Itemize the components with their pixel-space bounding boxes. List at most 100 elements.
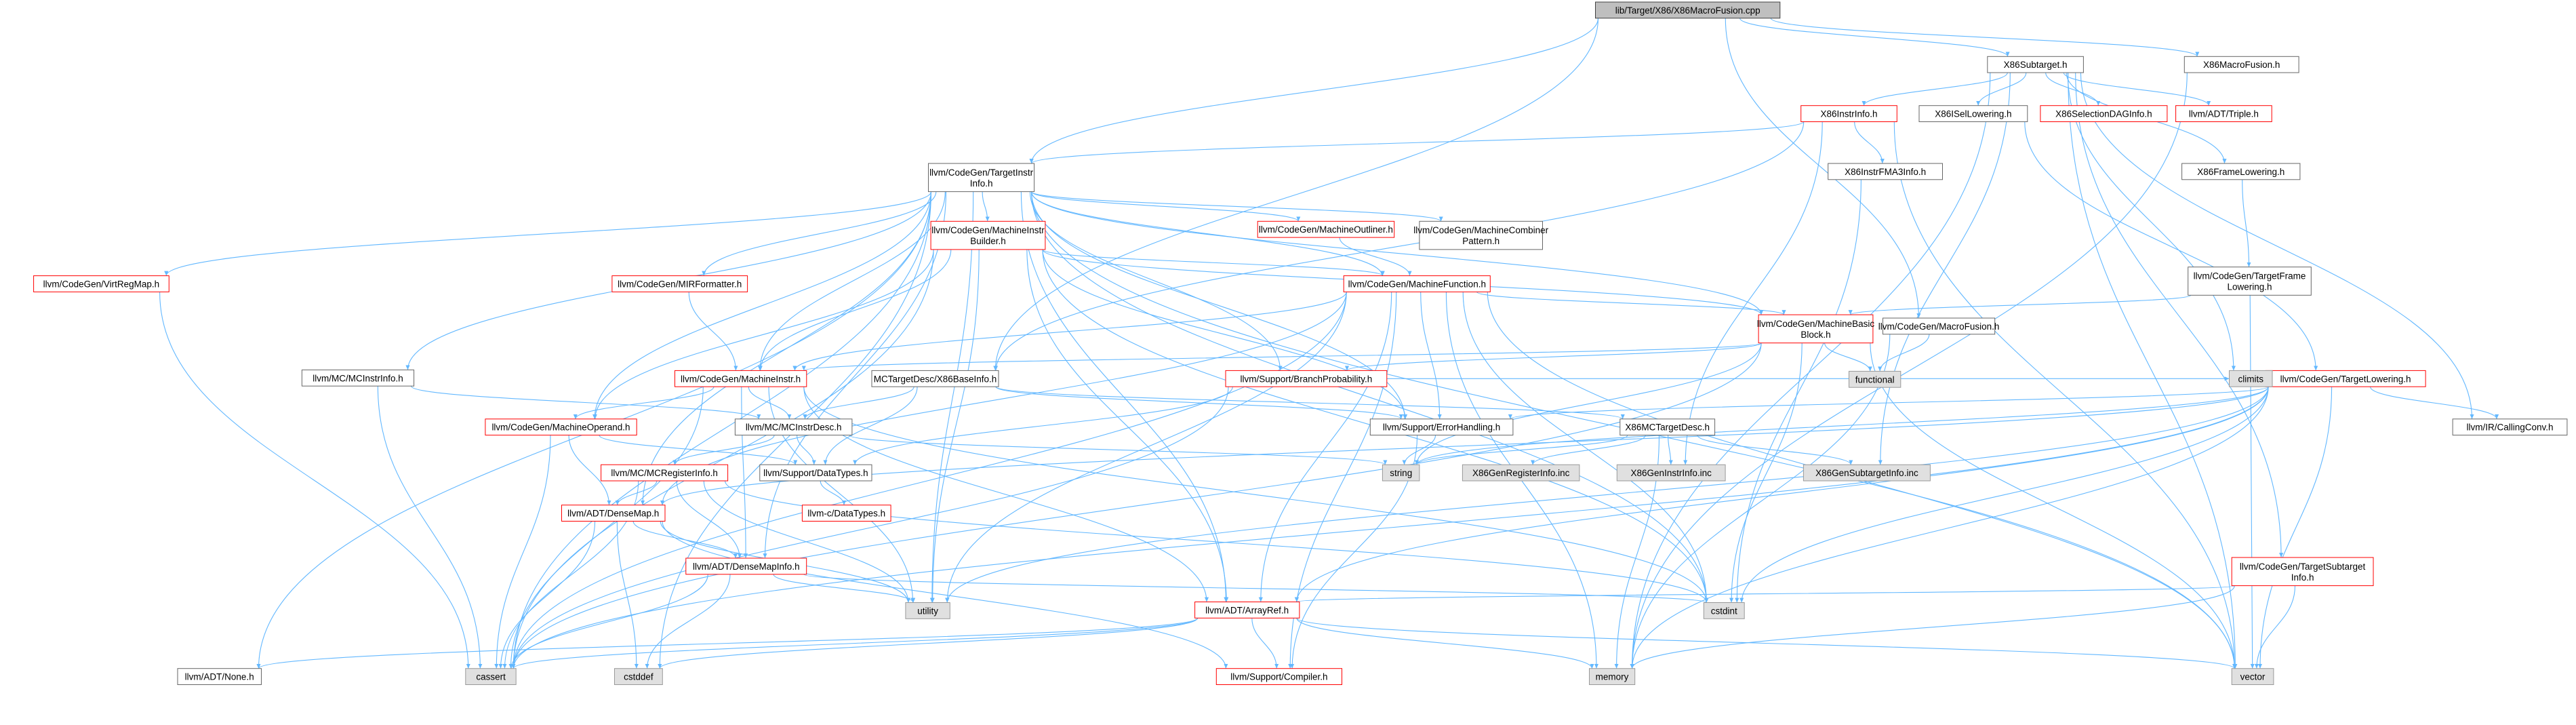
edge-targetlowering-to-utility [945, 387, 2269, 603]
node-root[interactable]: lib/Target/X86/X86MacroFusion.cpp [1595, 1, 1781, 19]
node-mirformatter[interactable]: llvm/CodeGen/MIRFormatter.h [611, 275, 748, 292]
node-climits[interactable]: climits [2229, 370, 2273, 387]
node-utility[interactable]: utility [905, 602, 950, 619]
node-machinefunction[interactable]: llvm/CodeGen/MachineFunction.h [1343, 275, 1491, 292]
node-geninstrinfo[interactable]: X86GenInstrInfo.inc [1616, 464, 1726, 482]
node-label: Builder.h [970, 236, 1006, 246]
node-label: X86GenInstrInfo.inc [1631, 468, 1712, 478]
edge-x86baseinfo-to-mcinstrdesc [803, 387, 914, 419]
node-mcregisterinfo[interactable]: llvm/MC/MCRegisterInfo.h [601, 464, 729, 482]
node-codegen_macrofusion[interactable]: llvm/CodeGen/MacroFusion.h [1878, 317, 2000, 335]
node-x86subtarget[interactable]: X86Subtarget.h [1987, 56, 2084, 73]
edge-x86subtarget-to-callingconv [2080, 73, 2474, 419]
edge-x86instrinfo-to-fma3info [1854, 121, 1885, 164]
node-label: Lowering.h [2227, 282, 2272, 292]
edge-x86instrinfo-to-x86baseinfo [993, 121, 1805, 371]
node-label: llvm/ADT/DenseMapInfo.h [693, 562, 800, 572]
edge-machinebasicblock-to-string [1414, 342, 1762, 465]
node-label: Pattern.h [1462, 236, 1500, 246]
node-box [614, 668, 663, 686]
edge-targetinstrinfo-to-machinecombiner [1031, 191, 1443, 222]
edge-targetframelowering-to-vector [2249, 295, 2255, 669]
node-mcinstrdesc[interactable]: llvm/MC/MCInstrDesc.h [734, 418, 853, 436]
node-label: climits [2238, 374, 2264, 384]
node-label: X86FrameLowering.h [2197, 167, 2285, 177]
node-x86mctargetdesc[interactable]: X86MCTargetDesc.h [1619, 418, 1716, 436]
node-mcinstrinfo[interactable]: llvm/MC/MCInstrInfo.h [301, 369, 415, 387]
edge-targetframelowering-to-machinebasicblock [1848, 294, 2192, 315]
node-box [1462, 464, 1580, 482]
node-label: memory [1596, 672, 1629, 682]
edge-arrayref-to-cstddef [658, 617, 1199, 669]
node-cstddef[interactable]: cstddef [614, 668, 663, 686]
node-x86framelowering[interactable]: X86FrameLowering.h [2181, 163, 2301, 180]
edge-machinefunction-to-errorhandling [1420, 292, 1442, 419]
node-compiler[interactable]: llvm/Support/Compiler.h [1215, 668, 1343, 686]
edge-machinebasicblock-to-machineinstr [802, 342, 1762, 371]
node-layer: lib/Target/X86/X86MacroFusion.cppX86Subt… [33, 1, 2568, 686]
node-cassert[interactable]: cassert [465, 668, 517, 686]
node-branchprob[interactable]: llvm/Support/BranchProbability.h [1225, 370, 1388, 387]
node-vector[interactable]: vector [2231, 668, 2274, 686]
edge-machineinstrbuilder-to-utility [930, 249, 980, 603]
edge-mcinstrdesc-to-mcregisterinfo [672, 435, 775, 465]
node-memory[interactable]: memory [1589, 668, 1636, 686]
node-label: llvm/Support/ErrorHandling.h [1383, 423, 1500, 433]
node-label: lib/Target/X86/X86MacroFusion.cpp [1615, 5, 1760, 16]
node-callingconv[interactable]: llvm/IR/CallingConv.h [2452, 418, 2568, 436]
node-box [1194, 602, 1300, 619]
node-machineoperand[interactable]: llvm/CodeGen/MachineOperand.h [485, 418, 637, 436]
edge-arrayref-to-none [256, 617, 1199, 669]
node-arrayref[interactable]: llvm/ADT/ArrayRef.h [1194, 602, 1300, 619]
edge-densemap-to-cassert [498, 521, 596, 669]
edge-targetlowering-to-errorhandling [1508, 386, 2269, 420]
node-label: X86MacroFusion.h [2203, 60, 2280, 70]
edge-mirformatter-to-machineinstr [688, 292, 738, 371]
node-genreginfo[interactable]: X86GenRegisterInfo.inc [1462, 464, 1580, 482]
node-box [2231, 557, 2374, 587]
edge-fma3info-to-cstdint [1735, 179, 1861, 603]
node-string[interactable]: string [1382, 464, 1420, 482]
node-box [2183, 56, 2299, 73]
node-datatypes[interactable]: llvm/Support/DataTypes.h [759, 464, 872, 482]
node-box [1828, 163, 1943, 180]
node-box [465, 668, 517, 686]
node-label: llvm/ADT/Triple.h [2189, 109, 2259, 119]
node-label: llvm-c/DataTypes.h [807, 509, 885, 519]
node-cstdint[interactable]: cstdint [1703, 602, 1745, 619]
node-targetlowering[interactable]: llvm/CodeGen/TargetLowering.h [2265, 370, 2426, 387]
node-errorhandling[interactable]: llvm/Support/ErrorHandling.h [1369, 418, 1514, 436]
node-label: llvm/CodeGen/TargetFrame [2194, 271, 2306, 281]
node-box [2452, 418, 2568, 436]
node-functional[interactable]: functional [1849, 370, 1901, 388]
node-x86selectiondag[interactable]: X86SelectionDAGInfo.h [2040, 105, 2168, 122]
node-label: llvm/CodeGen/MacroFusion.h [1878, 321, 2000, 332]
node-machineinstr[interactable]: llvm/CodeGen/MachineInstr.h [675, 370, 807, 387]
node-densemap[interactable]: llvm/ADT/DenseMap.h [561, 505, 666, 522]
node-none[interactable]: llvm/ADT/None.h [177, 668, 262, 686]
node-fma3info[interactable]: X86InstrFMA3Info.h [1828, 163, 1943, 180]
node-box [1419, 220, 1543, 250]
edge-machineinstrbuilder-to-machineinstr [758, 249, 952, 371]
edge-branchprob-to-datatypes [853, 387, 1233, 465]
node-gensubtarget[interactable]: X86GenSubtargetInfo.inc [1803, 464, 1931, 482]
node-triple[interactable]: llvm/ADT/Triple.h [2175, 105, 2272, 122]
edge-x86framelowering-to-targetframelowering [2242, 179, 2251, 267]
edge-x86baseinfo-to-x86mctargetdesc [995, 386, 1625, 420]
node-densemapinfo[interactable]: llvm/ADT/DenseMapInfo.h [685, 557, 807, 575]
node-x86macrofusion_h[interactable]: X86MacroFusion.h [2183, 56, 2299, 73]
edge-x86baseinfo-to-datatypes [823, 387, 918, 465]
node-virtregmap[interactable]: llvm/CodeGen/VirtRegMap.h [33, 275, 169, 292]
node-x86baseinfo[interactable]: MCTargetDesc/X86BaseInfo.h [871, 370, 999, 387]
node-machineoutliner[interactable]: llvm/CodeGen/MachineOutliner.h [1257, 220, 1395, 238]
edge-x86subtarget-to-targetsubtargetinfo [2075, 73, 2284, 558]
node-x86instrinfo[interactable]: X86InstrInfo.h [1800, 105, 1897, 122]
node-x86isellowering[interactable]: X86ISelLowering.h [1918, 105, 2028, 122]
node-c_datatypes[interactable]: llvm-c/DataTypes.h [801, 505, 891, 522]
